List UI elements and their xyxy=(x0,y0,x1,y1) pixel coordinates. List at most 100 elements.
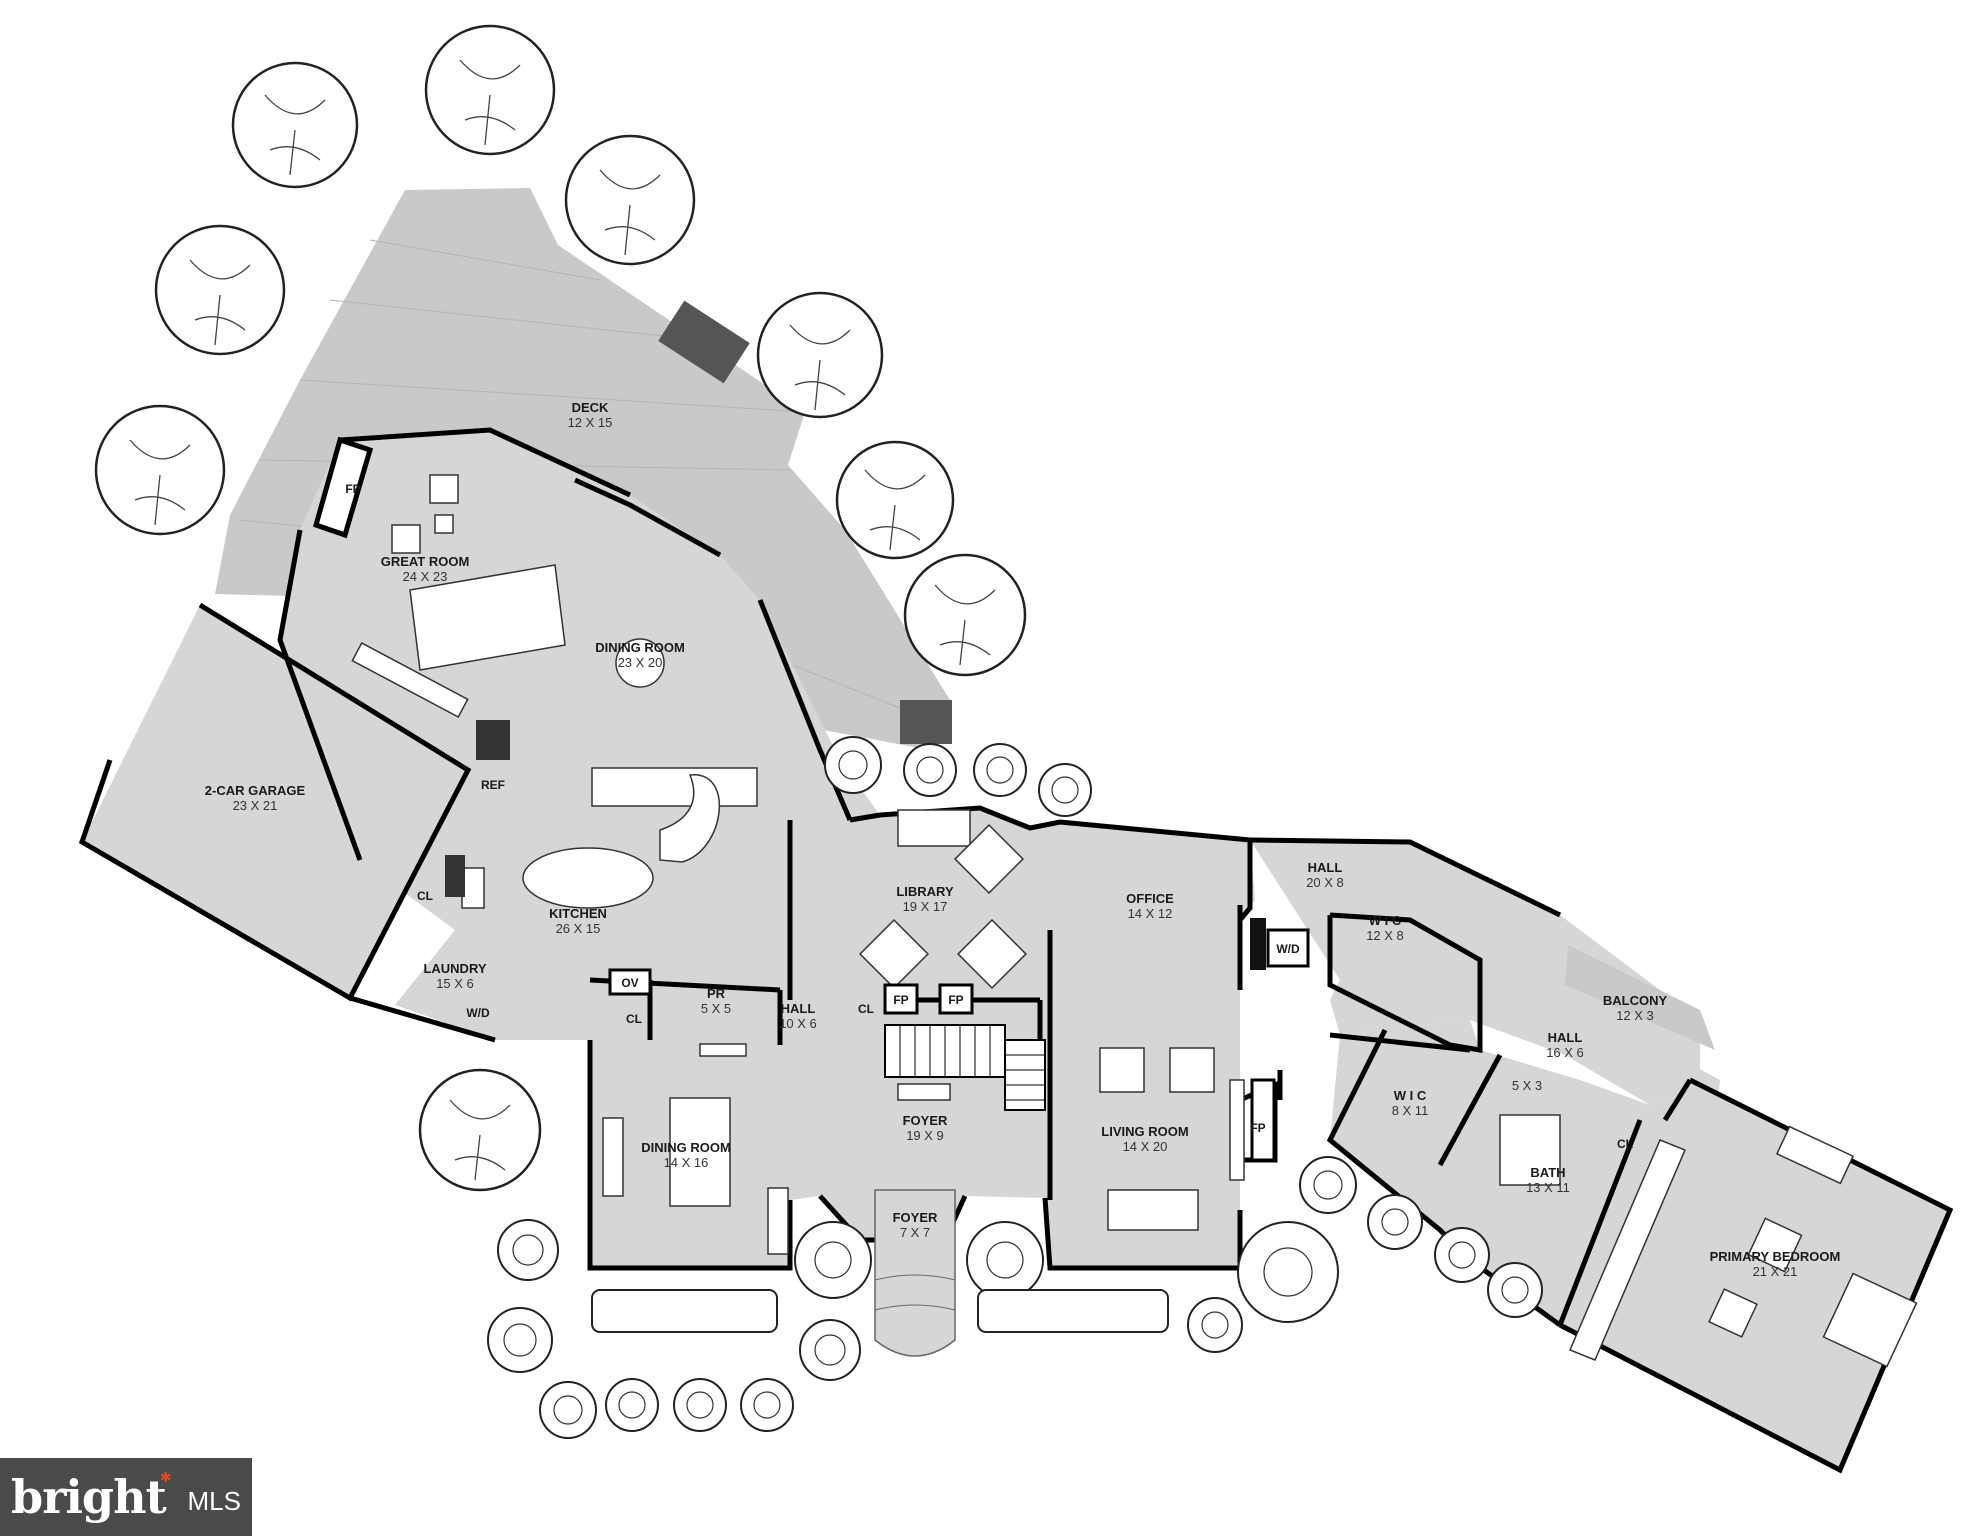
label-library: LIBRARY xyxy=(896,884,954,899)
label-kitchen: KITCHEN xyxy=(549,906,607,921)
dim-hall-center: 10 X 6 xyxy=(779,1016,817,1031)
dining-table-round xyxy=(615,638,665,688)
tag-wd-hall: W/D xyxy=(1276,942,1300,956)
living-chair xyxy=(1169,1047,1215,1093)
hedge-icon xyxy=(591,1289,778,1333)
dim-dining-room-upper: 23 X 20 xyxy=(618,655,663,670)
shrub-icon xyxy=(1299,1156,1357,1214)
living-chair xyxy=(1099,1047,1145,1093)
shower xyxy=(1499,1114,1561,1186)
foyer-bench xyxy=(897,1083,951,1101)
side-table xyxy=(434,514,454,534)
label-hall-right: HALL xyxy=(1548,1030,1583,1045)
fireplace-living xyxy=(1250,1078,1276,1162)
dim-kitchen: 26 X 15 xyxy=(556,921,601,936)
living-sofa xyxy=(1107,1189,1199,1231)
closet-shelf xyxy=(699,1043,747,1057)
deck-stairs-upper xyxy=(658,300,750,384)
tree-icon xyxy=(903,553,1027,677)
tag-wd-laundry: W/D xyxy=(466,1006,490,1020)
shrub-icon xyxy=(1367,1194,1423,1250)
tag-cl-dining: CL xyxy=(626,1012,642,1026)
label-laundry: LAUNDRY xyxy=(423,961,486,976)
dim-wic-upper: 12 X 8 xyxy=(1366,928,1404,943)
library-sofa xyxy=(897,809,971,847)
tag-cl-hall: CL xyxy=(858,1002,874,1016)
shrub-icon xyxy=(1487,1262,1543,1318)
console xyxy=(351,641,469,719)
shrub-icon xyxy=(824,736,882,794)
dining-buffet xyxy=(767,1187,789,1255)
label-hall-upper: HALL xyxy=(1308,860,1343,875)
dim-balcony: 12 X 3 xyxy=(1616,1008,1654,1023)
dim-dining-room-lower: 14 X 16 xyxy=(664,1155,709,1170)
tree-icon xyxy=(835,440,955,560)
cooktop xyxy=(461,867,485,909)
fixture-labels: FP FP FP FP REF CL CL CL CL OV W/D W/D 5… xyxy=(345,482,1633,1151)
shrub-icon xyxy=(605,1378,659,1432)
tag-fp-living: FP xyxy=(1250,1121,1265,1135)
dim-deck: 12 X 15 xyxy=(568,415,613,430)
bedroom-chair xyxy=(1775,1125,1855,1185)
dim-hall-upper: 20 X 8 xyxy=(1306,875,1344,890)
shrub-icon xyxy=(1187,1297,1243,1353)
fireplace-great xyxy=(312,436,374,539)
dim-great-room: 24 X 23 xyxy=(403,569,448,584)
label-balcony: BALCONY xyxy=(1603,993,1668,1008)
label-pr: PR xyxy=(707,986,726,1001)
main-stairs xyxy=(884,1024,1046,1111)
tree-icon xyxy=(154,224,286,356)
label-office: OFFICE xyxy=(1126,891,1174,906)
bedroom-chair xyxy=(1747,1217,1803,1273)
deck-stairs-lower xyxy=(900,700,952,744)
library-chair xyxy=(953,823,1025,895)
shrub-icon xyxy=(966,1221,1044,1299)
washer-dryer-hall xyxy=(1266,928,1310,968)
library-chair xyxy=(858,918,930,990)
label-foyer-entry: FOYER xyxy=(893,1210,938,1225)
logo-spark-icon: ✱ xyxy=(159,1468,172,1485)
dim-living-room: 14 X 20 xyxy=(1123,1139,1168,1154)
label-foyer-main: FOYER xyxy=(903,1113,948,1128)
tree-icon xyxy=(231,61,359,189)
bedroom-chair xyxy=(1708,1288,1758,1338)
label-garage: 2-CAR GARAGE xyxy=(205,783,306,798)
wall-block xyxy=(1250,918,1266,970)
bedroom-dresser xyxy=(1569,1139,1686,1361)
shrubs xyxy=(487,736,1543,1439)
dim-foyer-entry: 7 X 7 xyxy=(900,1225,930,1240)
tag-fp-a: FP xyxy=(893,993,908,1007)
oven-box xyxy=(608,968,652,996)
kitchen-island xyxy=(522,847,654,909)
curved-island xyxy=(659,774,721,863)
bright-mls-logo: bright ✱ MLS xyxy=(0,1458,252,1536)
shrub-icon xyxy=(673,1378,727,1432)
label-dining-room-upper: DINING ROOM xyxy=(595,640,685,655)
label-great-room: GREAT ROOM xyxy=(381,554,470,569)
sofa-sectional xyxy=(409,564,566,671)
tag-ov: OV xyxy=(621,976,638,990)
shrub-icon xyxy=(799,1319,861,1381)
fp-a-box xyxy=(883,983,919,1015)
tree-icon xyxy=(418,1068,542,1192)
chair xyxy=(391,524,421,554)
label-wic-upper: W I C xyxy=(1369,913,1402,928)
dim-foyer-main: 19 X 9 xyxy=(906,1128,944,1143)
label-primary-bedroom: PRIMARY BEDROOM xyxy=(1710,1249,1841,1264)
shrub-icon xyxy=(1038,763,1092,817)
dim-bath: 13 X 11 xyxy=(1526,1180,1570,1195)
shrub-icon xyxy=(903,743,957,797)
dim-office: 14 X 12 xyxy=(1128,906,1173,921)
dim-garage: 23 X 21 xyxy=(233,798,278,813)
dim-pr: 5 X 5 xyxy=(701,1001,731,1016)
room-labels: DECK 12 X 15 GREAT ROOM 24 X 23 DINING R… xyxy=(205,400,1841,1279)
bed xyxy=(1822,1272,1918,1368)
shrub-icon xyxy=(539,1381,597,1439)
tree-icon xyxy=(756,291,884,419)
label-deck: DECK xyxy=(572,400,609,415)
tree-icon xyxy=(94,404,226,536)
dim-library: 19 X 17 xyxy=(903,899,948,914)
hedge-icon xyxy=(977,1289,1169,1333)
chair xyxy=(429,474,459,504)
fp-b-box xyxy=(938,983,974,1015)
